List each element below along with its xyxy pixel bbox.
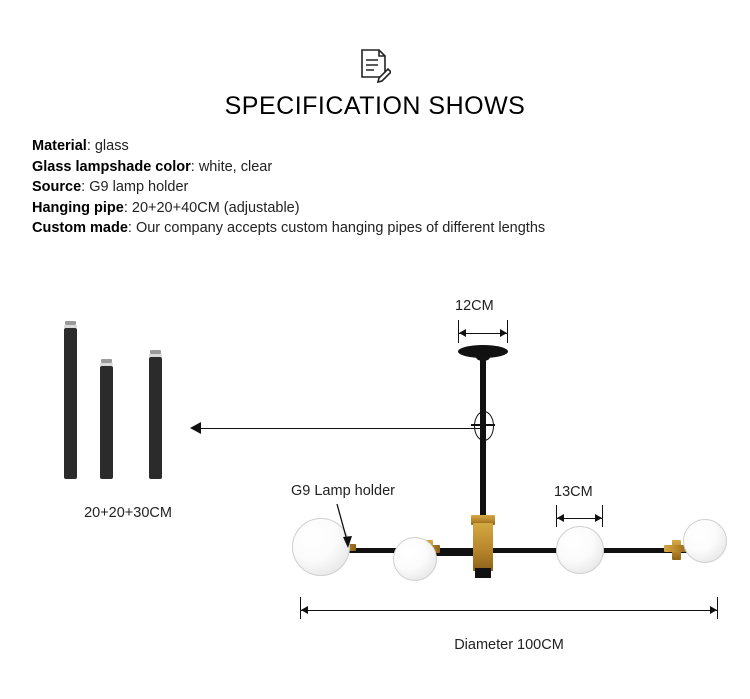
rod-adjuster-bar: [471, 424, 495, 426]
pipe-medium: [100, 366, 113, 479]
spec-value: : 20+20+40CM (adjustable): [123, 199, 300, 216]
diameter-tick-left: [300, 597, 301, 619]
spec-row-lampshade-color: Glass lampshade color: white, clear: [32, 157, 692, 178]
spec-value: : white, clear: [190, 158, 273, 175]
specification-list: Material: glass Glass lampshade color: w…: [32, 136, 692, 239]
canopy-dim-tick-left: [458, 320, 459, 343]
horizontal-arm: [316, 548, 698, 553]
pipe-long: [64, 328, 77, 479]
spec-row-hanging-pipe: Hanging pipe: 20+20+40CM (adjustable): [32, 198, 692, 219]
glass-globe-1: [292, 518, 350, 576]
diameter-dim-line: [301, 610, 717, 611]
diameter-arrow-right: [710, 606, 717, 614]
callout-arrow-line: [193, 428, 483, 429]
globe-dim-line: [557, 518, 602, 519]
brass-collar-body: [473, 523, 493, 571]
pipe-collar-short: [149, 354, 162, 357]
pipe-short: [149, 357, 162, 479]
diameter-arrow-left: [301, 606, 308, 614]
ceiling-canopy: [458, 345, 508, 358]
g9-holder-far-right: [664, 545, 688, 552]
spec-row-custom-made: Custom made: Our company accepts custom …: [32, 218, 692, 239]
canopy-dimension-label: 12CM: [455, 298, 494, 314]
globe-dim-arrow-left: [557, 514, 564, 522]
pipe-cap-medium: [101, 359, 112, 363]
callout-arrow-head: [190, 422, 201, 434]
spec-row-source: Source: G9 lamp holder: [32, 177, 692, 198]
spec-value: : glass: [86, 138, 129, 154]
globe-dim-tick-left: [556, 505, 557, 527]
spec-label: Source: [32, 179, 82, 195]
pipe-collar-long: [64, 325, 77, 328]
spec-label: Material: [32, 138, 87, 154]
rod-adjuster-ring: [474, 411, 494, 441]
globe-dim-tick-right: [602, 505, 603, 527]
canopy-neck: [476, 353, 490, 361]
document-edit-icon: [359, 48, 393, 86]
spec-label: Glass lampshade color: [32, 158, 191, 175]
spec-label: Hanging pipe: [32, 199, 124, 216]
glass-globe-3: [556, 526, 604, 574]
rod-foot: [475, 568, 491, 578]
page-title: SPECIFICATION SHOWS: [224, 92, 526, 120]
g9-holder-callout-label: G9 Lamp holder: [291, 483, 395, 499]
glass-globe-2: [393, 537, 437, 581]
spec-row-material: Material: glass: [32, 136, 692, 157]
inner-arm: [404, 551, 484, 556]
spec-value: : Our company accepts custom hanging pip…: [127, 220, 546, 236]
diameter-tick-right: [717, 597, 718, 619]
glass-globe-4: [683, 519, 727, 563]
pipe-collar-medium: [100, 363, 113, 366]
diameter-label: Diameter 100CM: [454, 637, 564, 653]
globe-dimension-label: 13CM: [554, 484, 593, 500]
brass-collar-top: [471, 515, 495, 525]
spec-value: : G9 lamp holder: [81, 179, 189, 195]
vertical-rod: [480, 358, 486, 548]
pipes-caption: 20+20+30CM: [84, 505, 172, 521]
canopy-dim-tick-right: [507, 320, 508, 343]
canopy-dim-arrow-right: [500, 329, 507, 337]
canopy-dim-line: [459, 333, 507, 334]
spec-label: Custom made: [32, 220, 128, 236]
pipe-cap-short: [150, 350, 161, 354]
pipe-cap-long: [65, 321, 76, 325]
g9-holder-callout-arrow: [336, 503, 352, 548]
canopy-dim-arrow-left: [459, 329, 466, 337]
globe-dim-arrow-right: [595, 514, 602, 522]
